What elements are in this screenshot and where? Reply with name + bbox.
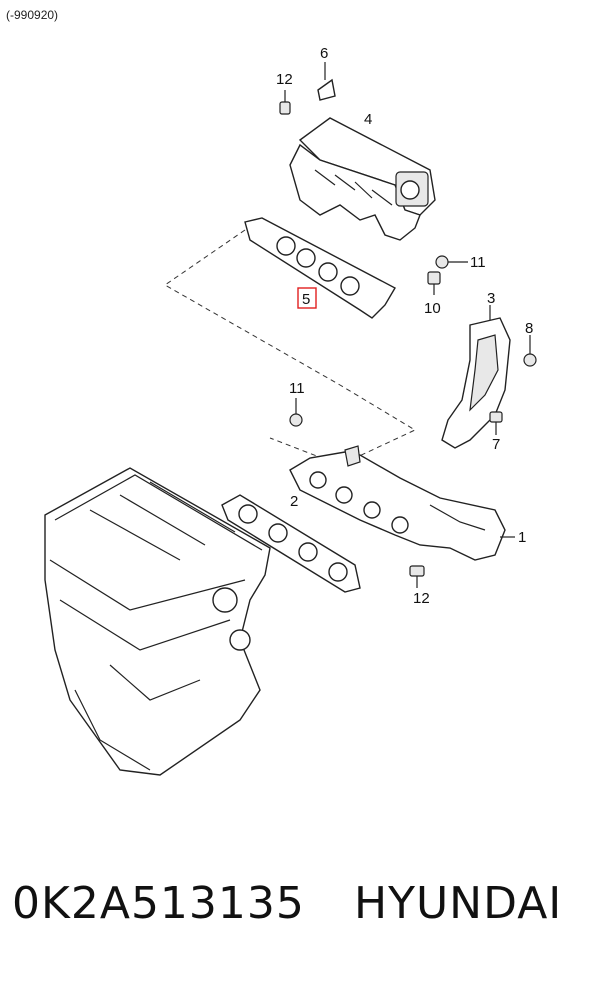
callout-10: 10 xyxy=(424,300,441,317)
revision-note: (-990920) xyxy=(6,8,59,22)
callout-7: 7 xyxy=(492,436,500,453)
bolt-10 xyxy=(427,271,441,295)
callout-6: 6 xyxy=(320,45,328,62)
part-number: 0K2A513135 xyxy=(12,878,305,929)
brand-name: HYUNDAI xyxy=(354,878,563,929)
callout-5: 5 xyxy=(302,291,310,308)
exhaust-gasket xyxy=(221,494,361,593)
callout-12-top: 12 xyxy=(276,71,293,88)
callout-3: 3 xyxy=(487,290,495,307)
callout-11-top: 11 xyxy=(470,254,486,271)
exploded-parts-diagram: 6 12 4 11 10 3 8 11 7 2 1 12 5 xyxy=(44,45,537,776)
manifold-support-bracket xyxy=(441,305,511,449)
bolt-7 xyxy=(489,411,503,435)
engine-block xyxy=(44,467,271,776)
small-bracket xyxy=(317,62,336,101)
nut-8 xyxy=(523,335,537,367)
nut-11-lower xyxy=(289,398,303,427)
bolt-12-top xyxy=(279,90,291,115)
intake-gasket xyxy=(244,217,396,319)
bolt-12-lower xyxy=(409,565,425,588)
intake-manifold xyxy=(289,117,436,241)
callout-8: 8 xyxy=(525,320,533,337)
callout-2: 2 xyxy=(290,493,298,510)
callout-4: 4 xyxy=(364,111,372,128)
callout-11-lower: 11 xyxy=(289,380,305,397)
nut-11-top xyxy=(435,255,468,269)
callout-1: 1 xyxy=(518,529,526,546)
exhaust-manifold xyxy=(289,445,515,561)
callout-12-lower: 12 xyxy=(413,590,430,607)
callout-5-highlight-box xyxy=(297,287,317,309)
